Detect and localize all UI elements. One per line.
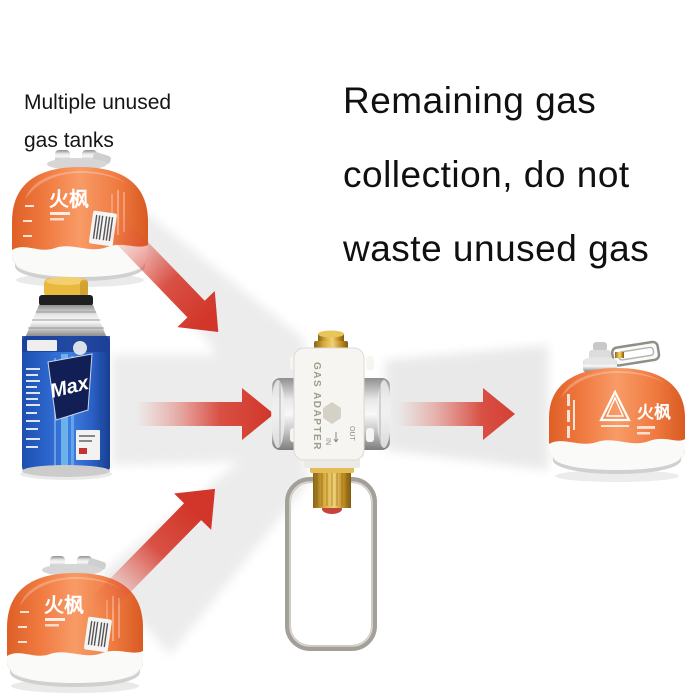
heading-line-2: collection, do not	[343, 154, 630, 195]
main-heading: Remaining gas collection, do not waste u…	[343, 64, 649, 286]
blue-tank-collar	[39, 295, 93, 306]
left-caption-line-1: Multiple unused	[24, 91, 172, 114]
blue-tank-shoulder	[25, 305, 107, 338]
right-tank-mini-adapter	[583, 340, 661, 372]
adapter-out-label: OUT	[348, 426, 355, 442]
blue-tank-fine-print	[26, 368, 40, 448]
adapter-in-label: IN	[324, 438, 331, 445]
heading-line-1: Remaining gas	[343, 80, 597, 121]
right-tank-logo	[599, 389, 631, 427]
adapter-label: GAS ADAPTER	[311, 362, 322, 451]
beam-bottom-left	[100, 420, 310, 655]
gas-adapter: GAS ADAPTER OUT IN	[271, 330, 391, 651]
heading-line-3: waste unused gas	[343, 228, 650, 269]
folding-key-handle	[610, 340, 661, 367]
flow-arrows	[89, 213, 515, 617]
adapter-body: GAS ADAPTER OUT IN	[290, 347, 374, 461]
arrow-middle-to-adapter	[136, 388, 274, 440]
arrow-adapter-to-tank	[398, 388, 515, 440]
arrow-top-to-adapter	[103, 213, 219, 333]
blue-tank-cap	[44, 277, 88, 298]
left-caption: Multiple unused gas tanks	[24, 84, 171, 160]
tank-bottom-left: 火枫	[6, 555, 144, 694]
tank-middle-blue: Max	[20, 277, 112, 480]
right-tank-side-text	[567, 394, 575, 438]
blue-tank-base-rim	[22, 465, 110, 477]
blue-tank-top-sticker	[27, 340, 57, 351]
blue-tank-bottom-sticker	[76, 430, 100, 460]
right-tank-brand: 火枫	[637, 402, 671, 422]
tank-bottom-left-brand: 火枫	[44, 594, 84, 617]
tank-top-left: 火枫	[11, 149, 149, 288]
tank-right: 火枫	[549, 340, 685, 482]
tank-top-left-brand: 火枫	[49, 188, 89, 211]
left-caption-line-2: gas tanks	[24, 129, 114, 152]
arrow-bottom-to-adapter	[89, 488, 216, 617]
adapter-bottom-valve	[310, 465, 354, 514]
blue-tank-shield: Max	[47, 353, 93, 421]
adapter-shield-logo	[323, 402, 341, 424]
right-tank-sub-text	[637, 426, 655, 435]
